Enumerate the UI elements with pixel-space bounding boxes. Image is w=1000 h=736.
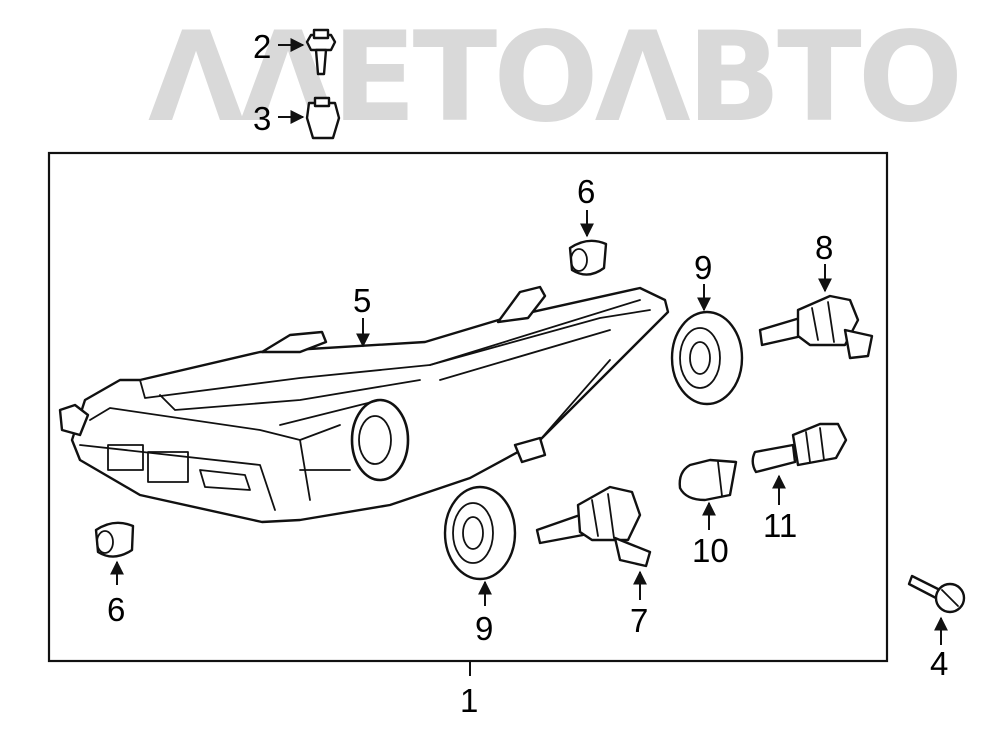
watermark-text: ΛΛΕΤΟΛΒΤΟ	[148, 6, 959, 150]
bolt-part-2	[305, 28, 337, 76]
callout-2: 2	[253, 28, 271, 65]
socket-part-9-lower	[443, 485, 517, 581]
bulb-part-11	[751, 422, 848, 474]
callout-5: 5	[353, 282, 371, 319]
callout-11: 11	[763, 507, 797, 544]
callout-8: 8	[815, 229, 833, 266]
callout-6-top: 6	[577, 173, 595, 210]
bulb-part-10	[678, 458, 738, 502]
nut-part-3	[305, 96, 341, 140]
callout-7: 7	[630, 602, 648, 639]
callout-9-lower: 9	[475, 610, 493, 647]
callout-10: 10	[692, 532, 729, 569]
bulb-part-7	[535, 485, 652, 568]
callout-3: 3	[253, 100, 271, 137]
callout-6-left: 6	[107, 591, 125, 628]
watermark-logo: ΛΛΕΤΟΛΒΤΟ	[148, 6, 963, 150]
headlamp-housing	[58, 285, 670, 524]
bulb-part-8	[758, 294, 874, 360]
callout-4: 4	[930, 645, 948, 682]
callout-9-upper: 9	[694, 249, 712, 286]
grommet-part-6-top	[568, 239, 608, 276]
grommet-part-6-left	[94, 521, 135, 558]
assembly-frame	[47, 151, 889, 663]
bolt-part-4	[907, 574, 966, 614]
callout-1: 1	[460, 682, 478, 719]
socket-part-9-upper	[670, 310, 744, 406]
